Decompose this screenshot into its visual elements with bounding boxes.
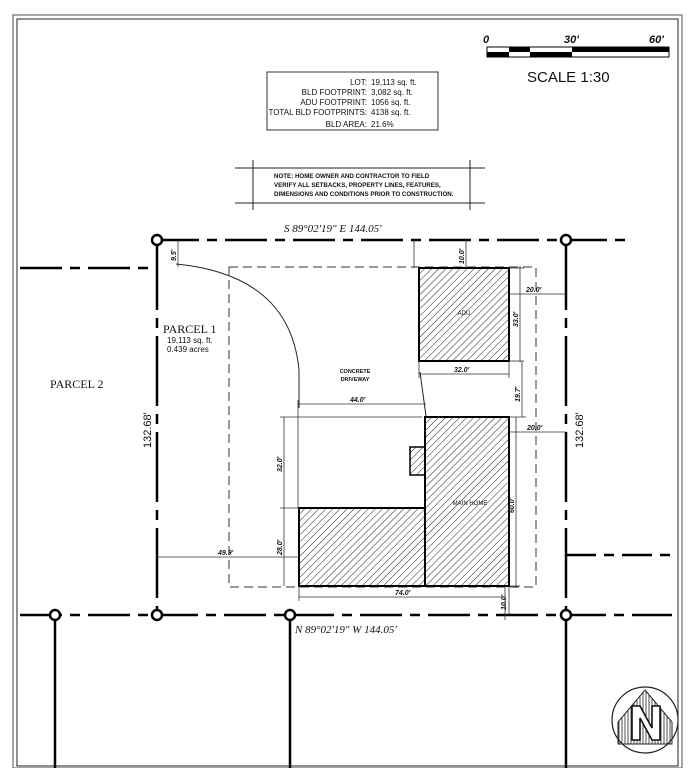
south-bearing: N 89°02'19" W 144.05' bbox=[294, 624, 397, 636]
summary-label-lot: LOT: bbox=[350, 78, 367, 87]
dim-west-setback: 49.9' bbox=[217, 550, 234, 557]
parcel-2-name: PARCEL 2 bbox=[50, 377, 103, 391]
adu-building: ADU bbox=[418, 267, 510, 362]
dim-adu-north: 10.0' bbox=[459, 248, 466, 264]
note-line-3: DIMENSIONS AND CONDITIONS PRIOR TO CONST… bbox=[274, 191, 454, 198]
dimension-labels: 9.5' 10.0' 20.0' 33.0' 32.0' 19.7' 44.0'… bbox=[171, 248, 543, 610]
summary-label-adu: ADU FOOTPRINT: bbox=[300, 98, 367, 107]
adu-label: ADU bbox=[458, 311, 471, 317]
summary-label-total: TOTAL BLD FOOTPRINTS: bbox=[268, 108, 367, 117]
scale-label-30: 30' bbox=[564, 34, 579, 46]
note-line-1: NOTE: HOME OWNER AND CONTRACTOR TO FIELD bbox=[274, 173, 430, 180]
summary-label-bld: BLD FOOTPRINT: bbox=[302, 88, 367, 97]
dim-adu-width: 32.0' bbox=[454, 367, 470, 374]
dim-adu-east: 20.0' bbox=[525, 287, 542, 294]
dim-adu-to-home: 19.7' bbox=[515, 386, 522, 402]
scale-title: SCALE 1:30 bbox=[527, 69, 610, 86]
driveway-label-2: DRIVEWAY bbox=[341, 377, 370, 383]
dimension-lines bbox=[157, 240, 566, 620]
summary-value-adu: 1056 sq. ft. bbox=[371, 98, 411, 107]
property-lines bbox=[20, 238, 672, 768]
dim-notch-depth: 32.0' bbox=[277, 456, 284, 472]
scale-label-0: 0 bbox=[483, 34, 490, 46]
north-arrow-icon: N bbox=[611, 686, 679, 754]
scale-bar: 0 30' 60' SCALE 1:30 bbox=[483, 34, 670, 86]
summary-label-area: BLD AREA: bbox=[326, 120, 367, 129]
parcel-1-acres: 0.439 acres bbox=[167, 345, 209, 354]
main-home-building: MAIN HOME bbox=[298, 416, 510, 587]
driveway-curve bbox=[175, 263, 300, 408]
parcel-1-sqft: 19,113 sq. ft. bbox=[167, 336, 213, 345]
note-line-2: VERIFY ALL SETBACKS, PROPERTY LINES, FEA… bbox=[274, 182, 441, 189]
survey-monuments bbox=[48, 233, 573, 622]
dim-home-depth: 60.0' bbox=[509, 497, 516, 513]
summary-value-total: 4138 sq. ft. bbox=[371, 108, 411, 117]
summary-value-bld: 3,082 sq. ft. bbox=[371, 88, 413, 97]
scale-label-60: 60' bbox=[649, 34, 664, 46]
dim-corner-setback: 9.5' bbox=[171, 249, 178, 261]
dim-driveway-width: 44.0' bbox=[349, 397, 366, 404]
main-home-label: MAIN HOME bbox=[453, 501, 488, 507]
dim-home-east: 20.0' bbox=[526, 425, 543, 432]
dim-home-width: 74.0' bbox=[395, 590, 411, 597]
dim-wing-depth: 28.0' bbox=[277, 539, 284, 556]
dim-adu-depth: 33.0' bbox=[513, 311, 520, 327]
area-summary-box: LOT: 19,113 sq. ft. BLD FOOTPRINT: 3,082… bbox=[266, 71, 439, 131]
driveway-edge bbox=[419, 371, 427, 417]
parcel-1-name: PARCEL 1 bbox=[163, 322, 216, 336]
dim-south-setback: 10.0' bbox=[501, 594, 508, 610]
summary-value-area: 21.6% bbox=[371, 120, 394, 129]
summary-value-lot: 19,113 sq. ft. bbox=[371, 78, 417, 87]
east-length: 132.68' bbox=[574, 412, 586, 448]
west-length: 132.68' bbox=[142, 412, 154, 448]
setback-line bbox=[228, 266, 537, 588]
north-bearing: S 89°02'19" E 144.05' bbox=[284, 223, 382, 235]
contractor-note: NOTE: HOME OWNER AND CONTRACTOR TO FIELD… bbox=[235, 160, 485, 210]
driveway-label-1: CONCRETE bbox=[340, 369, 371, 375]
